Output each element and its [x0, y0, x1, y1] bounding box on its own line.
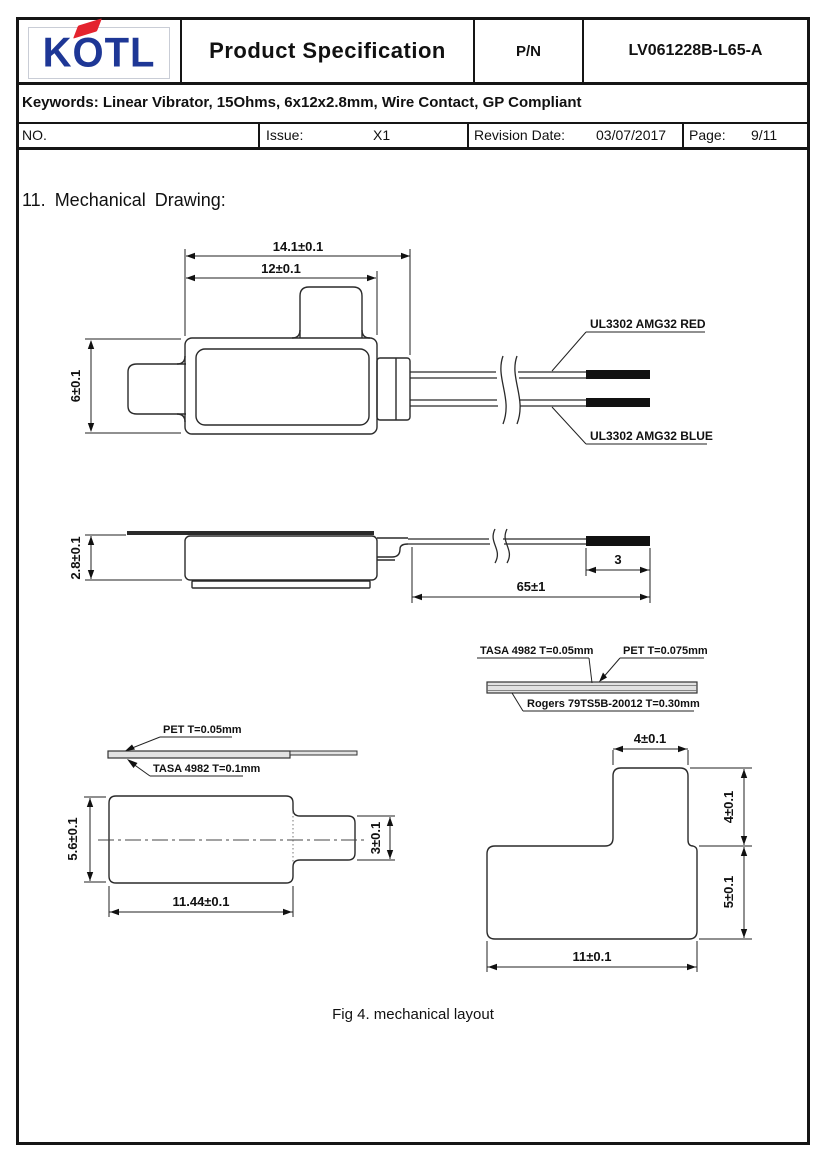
page-label: Page:: [689, 127, 726, 143]
side-view-outline: [184, 535, 409, 589]
keywords-row-divider: [16, 122, 810, 124]
dim-label: 65±1: [517, 579, 546, 594]
material-label: PET T=0.05mm: [163, 724, 242, 736]
issue-value: X1: [373, 127, 391, 143]
material-label: TASA 4982 T=0.1mm: [153, 763, 261, 775]
dim-label: 11±0.1: [573, 949, 612, 964]
dim-label: 5.6±0.1: [65, 817, 80, 860]
wire-blue-label: UL3302 AMG32 BLUE: [590, 429, 713, 443]
stack-layer-lines: [487, 685, 697, 691]
dim-label: 3: [614, 552, 621, 567]
key-shape-dim-lines: [84, 796, 395, 917]
adhesive-stack-detail: TASA 4982 T=0.05mm PET T=0.075mm Rogers …: [477, 645, 708, 712]
l-shape-outline: [486, 767, 698, 940]
page-border-top: [16, 17, 810, 20]
material-label: Rogers 79TS5B-20012 T=0.30mm: [527, 698, 700, 710]
revision-date-value: 03/07/2017: [596, 127, 667, 143]
l-shape-arrows: [488, 745, 748, 971]
dim-label: 4±0.1: [634, 731, 666, 746]
title-cell-divider: [473, 20, 475, 82]
page-value: 9/11: [751, 127, 778, 143]
side-wire: [408, 528, 586, 564]
blue-wire-tip: [586, 398, 650, 407]
top-view-drawing: 14.1±0.1 12±0.1 6±0.1 UL3302 AMG32 RED U…: [68, 239, 713, 445]
weight-outline-drawing: 4±0.1 4±0.1 5±0.1 11±0.1: [486, 731, 752, 972]
document-title: Product Specification: [209, 38, 446, 63]
red-wire-tip: [586, 370, 650, 379]
page-border-bottom: [16, 1142, 810, 1145]
dim-label: 4±0.1: [721, 791, 736, 823]
material-label: TASA 4982 T=0.05mm: [480, 645, 594, 657]
key-shape-arrows: [86, 798, 394, 916]
part-number: LV061228B-L65-A: [628, 42, 763, 59]
side-view-drawing: 2.8±0.1 3 65±1: [68, 528, 651, 603]
section-heading: 11. Mechanical Drawing:: [22, 190, 226, 210]
top-view-arrows: [87, 252, 410, 432]
no-cell-divider: [258, 124, 260, 147]
header-row1-divider: [16, 82, 810, 85]
page-border-right: [807, 17, 810, 1145]
stack-strip: [486, 681, 698, 694]
kotl-logo: KOTL: [28, 18, 170, 79]
film-leader-arrows: [125, 744, 138, 768]
material-label: PET T=0.075mm: [623, 645, 708, 657]
film-strip: [127, 531, 374, 535]
dim-label: 12±0.1: [261, 261, 301, 276]
top-view-dim-lines: [85, 249, 707, 445]
figure-caption: Fig 4. mechanical layout: [332, 1006, 494, 1023]
dim-label: 14.1±0.1: [273, 239, 324, 254]
pn-label: P/N: [515, 42, 541, 60]
wires: [410, 355, 586, 425]
film-strip-main: [107, 750, 291, 759]
dim-label: 5±0.1: [721, 876, 736, 908]
film-outline-drawing: 5.6±0.1 11.44±0.1 3±0.1: [65, 795, 395, 917]
dim-label: 6±0.1: [68, 370, 83, 402]
dim-label: 11.44±0.1: [172, 894, 229, 909]
dim-label: 3±0.1: [368, 822, 383, 854]
logo-cell-divider: [180, 20, 182, 82]
side-view-dim-lines: [85, 534, 651, 603]
top-view-outline: [127, 286, 411, 435]
side-wire-tip: [586, 536, 650, 546]
logo-text: KOTL: [42, 29, 156, 77]
pn-cell-divider: [582, 20, 584, 82]
info-row-divider: [16, 147, 810, 150]
keywords-line: Keywords: Linear Vibrator, 15Ohms, 6x12x…: [22, 94, 582, 111]
stack-leaders: [477, 657, 704, 712]
side-view-arrows: [87, 536, 649, 601]
issue-cell-divider: [467, 124, 469, 147]
wire-red-label: UL3302 AMG32 RED: [590, 317, 706, 331]
film-stack-detail: PET T=0.05mm TASA 4982 T=0.1mm: [107, 724, 358, 777]
dim-label: 2.8±0.1: [68, 536, 83, 579]
key-shape-outline: [108, 795, 356, 884]
revision-date-label: Revision Date:: [474, 127, 566, 143]
no-label: NO.: [22, 127, 47, 143]
issue-label: Issue:: [266, 127, 304, 143]
leader-arrow: [599, 672, 607, 682]
film-strip-extension: [289, 750, 358, 756]
page-border-left: [16, 17, 19, 1145]
revision-cell-divider: [682, 124, 684, 147]
l-shape-dim-lines: [486, 748, 752, 972]
